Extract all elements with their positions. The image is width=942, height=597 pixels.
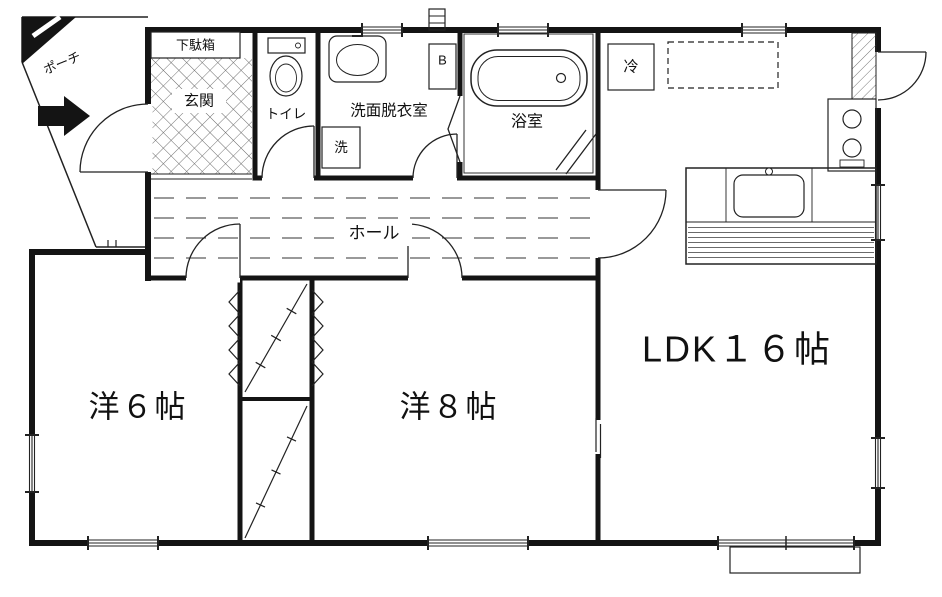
window-right-ldk — [871, 437, 885, 489]
closet — [228, 283, 324, 539]
bath-drain-icon — [555, 72, 567, 84]
terrace-step — [729, 546, 861, 574]
water-heater-box — [428, 43, 457, 90]
kitchen-counter — [685, 167, 877, 265]
washroom-label: 洗面脱衣室 — [350, 102, 428, 120]
room-entrance — [151, 58, 252, 180]
window-top-bathroom — [497, 23, 549, 37]
hall-label-group: ホール — [336, 220, 412, 246]
entrance-label-group: 玄関 — [172, 89, 226, 113]
shoe-cabinet — [150, 31, 241, 59]
window-top-washroom — [361, 23, 403, 37]
shoe-cabinet-label: 下駄箱 — [176, 38, 215, 53]
kitchen — [607, 32, 877, 265]
hall-ldk-door — [597, 189, 667, 259]
western8-ldk-sliding-door — [595, 418, 602, 458]
planned-cabinet-dashed — [667, 41, 779, 89]
corner-counter — [851, 32, 877, 100]
kitchen-sink — [733, 174, 805, 218]
porch-roof-corner — [22, 17, 76, 64]
bathroom-label: 浴室 — [511, 113, 543, 131]
hall-label: ホール — [349, 224, 400, 243]
entrance-arrow-icon — [38, 96, 90, 136]
front-door — [79, 103, 149, 173]
western8-label: 洋８帖 — [400, 390, 499, 425]
genkan-step-line — [151, 173, 252, 180]
window-bottom-western6 — [87, 536, 159, 550]
western6-label: 洋６帖 — [89, 390, 188, 425]
toilet-fixture — [267, 37, 306, 97]
back-door-kitchen — [877, 51, 927, 101]
genkan-tile-hatch — [151, 58, 252, 174]
water-heater-label: B — [438, 53, 447, 68]
washroom-fixtures — [321, 35, 457, 169]
washroom-door — [412, 133, 458, 179]
toilet-label: トイレ — [266, 107, 307, 122]
closet-folding-door-left — [228, 289, 241, 387]
bathroom-fixtures — [463, 33, 594, 174]
stove — [827, 98, 877, 172]
bathroom-folding-door — [447, 95, 597, 175]
sliding-glass-door-ldk — [717, 536, 855, 550]
refrigerator-box — [607, 43, 655, 91]
window-bottom-western8 — [427, 536, 529, 550]
window-top-kitchen — [741, 23, 787, 37]
washing-machine-label: 洗 — [334, 140, 348, 155]
entrance-label: 玄関 — [184, 93, 214, 110]
porch-step-ticks — [107, 240, 117, 247]
closet-folding-door-right — [311, 289, 324, 387]
door-openings — [143, 52, 883, 454]
ldk-label: LDK１６帖 — [642, 329, 832, 370]
washing-machine-box — [321, 126, 361, 169]
western6-door — [185, 223, 241, 279]
refrigerator-label: 冷 — [623, 59, 638, 76]
toilet-door — [261, 125, 315, 179]
vent-symbol — [428, 8, 446, 31]
kitchen-faucet-icon — [765, 167, 773, 176]
porch — [21, 14, 148, 248]
hall-floor — [154, 197, 594, 259]
window-left-western6 — [25, 434, 39, 493]
